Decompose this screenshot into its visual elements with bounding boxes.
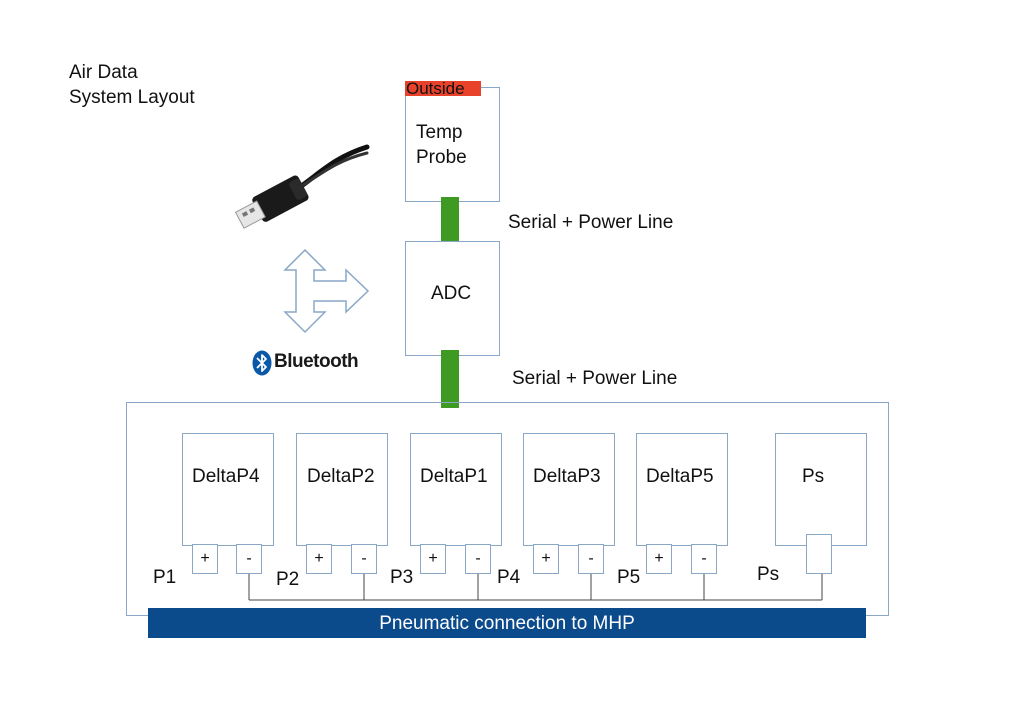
- port-minus-deltap5: -: [691, 544, 717, 574]
- pressure-label-p1: P1: [153, 567, 177, 588]
- diagram-title-line-2: System Layout: [69, 87, 195, 108]
- sensor-label-deltap3: DeltaP3: [533, 466, 601, 487]
- port-minus-deltap1: -: [465, 544, 491, 574]
- port-plus-deltap2: +: [306, 544, 332, 574]
- sensor-box-deltap1: [410, 433, 502, 546]
- sensor-label-deltap5: DeltaP5: [646, 466, 714, 487]
- sensor-label-deltap2: DeltaP2: [307, 466, 375, 487]
- serial-power-label-bottom: Serial + Power Line: [512, 368, 678, 389]
- sensor-label-ps: Ps: [802, 466, 825, 487]
- usb-cable-icon: [235, 144, 370, 229]
- serial-power-label-top: Serial + Power Line: [508, 212, 674, 233]
- serial-power-link-bottom: [441, 350, 459, 408]
- sensor-box-deltap4: [182, 433, 274, 546]
- pressure-label-p3: P3: [390, 567, 414, 588]
- pressure-label-p5: P5: [617, 567, 641, 588]
- pressure-label-p4: P4: [497, 567, 521, 588]
- port-minus-deltap4: -: [236, 544, 262, 574]
- adc-box: [405, 241, 500, 356]
- serial-power-link-top: [441, 197, 459, 249]
- port-plus-deltap3: +: [533, 544, 559, 574]
- sensor-label-deltap1: DeltaP1: [420, 466, 488, 487]
- port-minus-deltap3: -: [578, 544, 604, 574]
- port-plus-deltap4: +: [192, 544, 218, 574]
- port-minus-deltap2: -: [351, 544, 377, 574]
- adc-label: ADC: [431, 283, 472, 304]
- temp-probe-label-line-2: Probe: [416, 147, 467, 168]
- port-plus-deltap1: +: [420, 544, 446, 574]
- pneumatic-connection-label: Pneumatic connection to MHP: [379, 613, 635, 634]
- pressure-label-ps: Ps: [757, 564, 780, 585]
- port-static-ps: [806, 534, 832, 574]
- sensor-label-deltap4: DeltaP4: [192, 466, 260, 487]
- pneumatic-connection-bar: [148, 608, 866, 638]
- outside-tag-label: Outside: [406, 79, 465, 98]
- bluetooth-label: Bluetooth: [274, 351, 359, 372]
- port-plus-deltap5: +: [646, 544, 672, 574]
- outside-tag: [405, 81, 481, 96]
- sensor-box-deltap2: [296, 433, 388, 546]
- sensor-box-deltap5: [636, 433, 728, 546]
- temp-probe-label-line-1: Temp: [416, 122, 463, 143]
- diagram-title-line-1: Air Data: [69, 62, 138, 83]
- bluetooth-icon: [252, 350, 272, 376]
- sensor-box-deltap3: [523, 433, 615, 546]
- pressure-label-p2: P2: [276, 569, 300, 590]
- double-arrow-icon: [283, 248, 370, 334]
